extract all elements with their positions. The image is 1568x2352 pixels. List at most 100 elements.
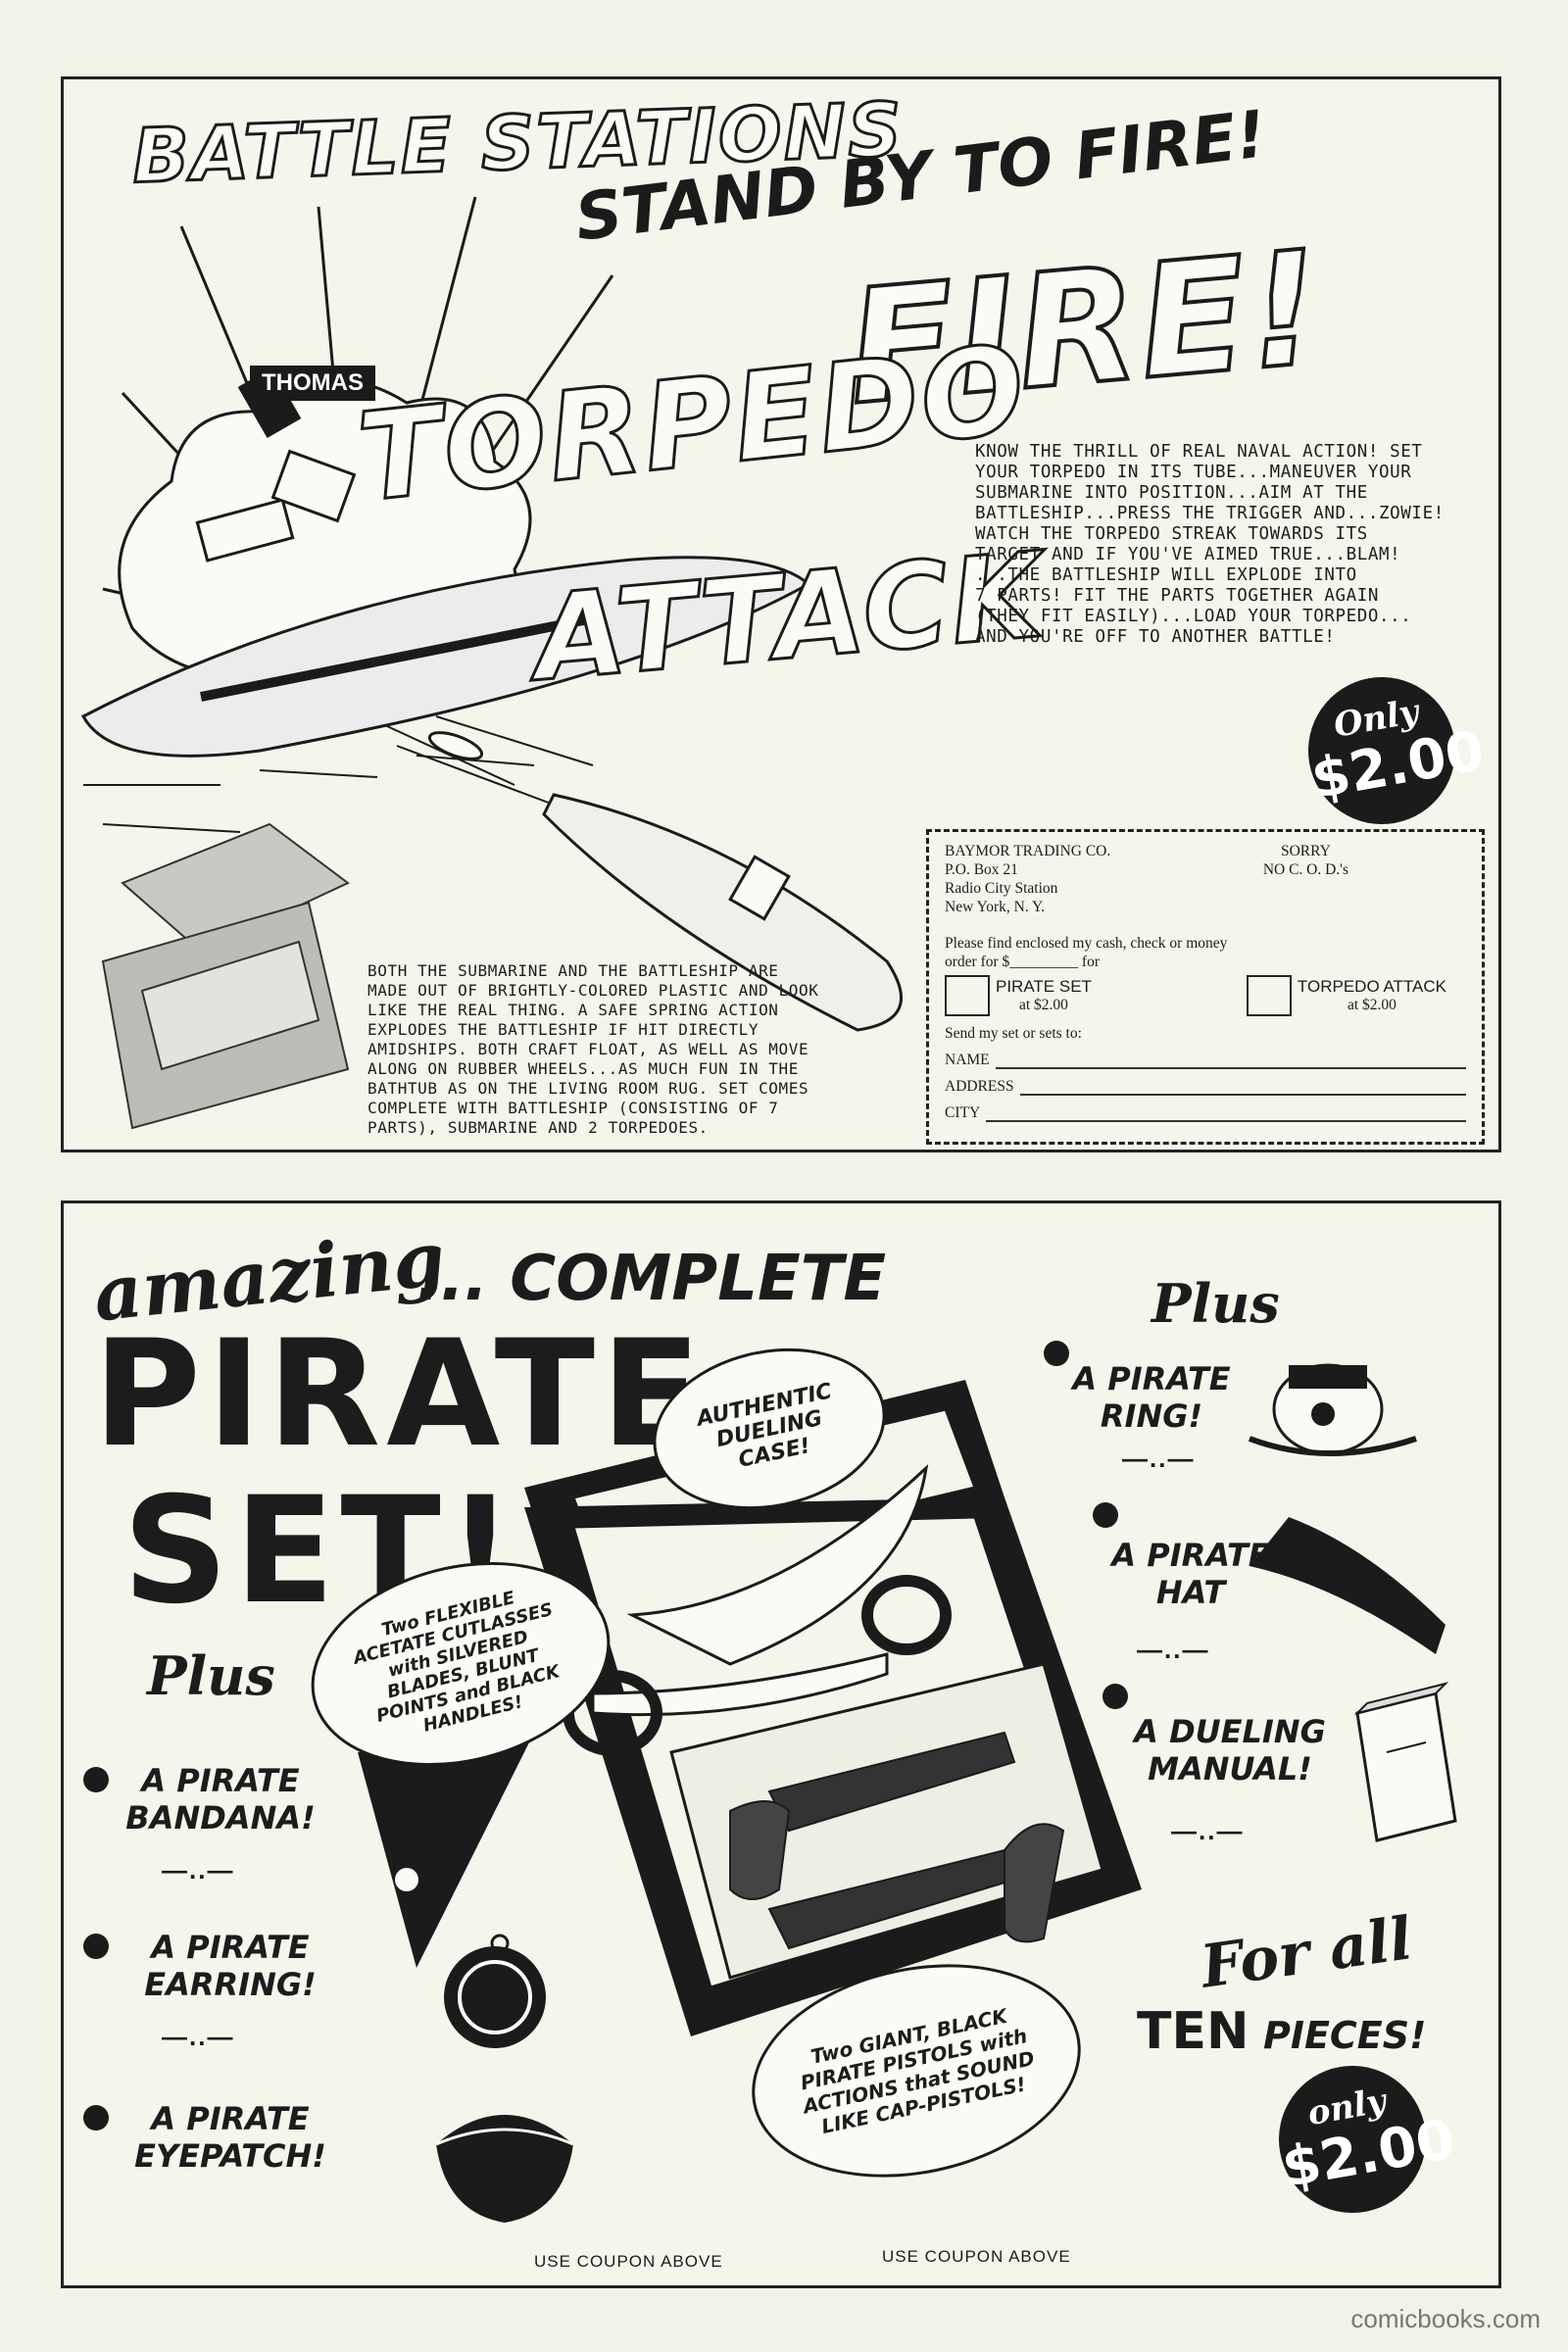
pistol-grip: [729, 1800, 791, 1900]
detail-line: LIKE THE REAL THING. A SAFE SPRING ACTIO…: [368, 1001, 779, 1019]
order-coupon: BAYMOR TRADING CO. P.O. Box 21 Radio Cit…: [926, 829, 1485, 1145]
name-label: NAME: [945, 1052, 990, 1068]
eyepatch-image: [436, 2115, 573, 2223]
dueling-manual-image: [1353, 1682, 1457, 1842]
item-ring: A PIRATE RING!: [1072, 1360, 1231, 1435]
bullet-dot: [83, 2105, 109, 2131]
cutlass-blade: [626, 1463, 929, 1666]
pirate-set-checkbox[interactable]: [945, 975, 990, 1016]
separator: —..—: [1171, 1816, 1245, 1845]
cutlass-guard: [861, 1575, 952, 1655]
torpedo-attack-checkbox[interactable]: [1246, 975, 1292, 1016]
detail-line: PARTS), SUBMARINE AND 2 TORPEDOES.: [368, 1118, 709, 1137]
address-line: New York, N. Y.: [945, 899, 1046, 915]
torpedo-illustration: [80, 196, 904, 1130]
plus-label-left: Plus: [147, 1644, 275, 1707]
submarine: [542, 793, 904, 1032]
item-manual: A DUELING MANUAL!: [1134, 1713, 1326, 1788]
skull-icon: [395, 1868, 418, 1891]
pirate-ad-panel: amazing ... COMPLETE PIRATE SET! AUTHENT…: [61, 1200, 1501, 2288]
item-hat: A PIRATE HAT: [1111, 1537, 1270, 1611]
description-line: TARGET AND IF YOU'VE AIMED TRUE...BLAM!: [975, 545, 1401, 564]
bullet-dot: [1093, 1502, 1118, 1528]
description-line: AND YOU'RE OFF TO ANOTHER BATTLE!: [975, 627, 1336, 647]
pirate-illustration: [358, 1363, 1457, 2223]
bullet-dot: [1102, 1684, 1128, 1709]
address-label: ADDRESS: [945, 1078, 1014, 1095]
separator: —..—: [1122, 1444, 1196, 1473]
enclosed-text: Please find enclosed my cash, check or m…: [945, 934, 1466, 971]
complete-headline: ... COMPLETE: [416, 1243, 887, 1315]
name-line[interactable]: [995, 1054, 1466, 1069]
bandana-image: [358, 1733, 534, 1968]
detail-line: AMIDSHIPS. BOTH CRAFT FLOAT, AS WELL AS …: [368, 1040, 809, 1058]
send-to-text: Send my set or sets to:: [945, 1025, 1082, 1042]
pieces-word: PIECES!: [1262, 2014, 1427, 2057]
brand-label: THOMAS: [250, 366, 375, 401]
enclosed-line: Please find enclosed my cash, check or m…: [945, 935, 1228, 952]
pirate-hat-image: [1250, 1517, 1446, 1654]
submarine-tower: [728, 855, 791, 921]
pistols-text: Two GIANT, BLACK PIRATE PISTOLS with ACT…: [798, 2003, 1037, 2139]
cutlass-blade: [591, 1652, 889, 1717]
city-label: CITY: [945, 1104, 981, 1121]
torpedo-attack-option[interactable]: TORPEDO ATTACK at $2.00: [1246, 975, 1446, 1016]
description-line: (THEY FIT EASILY)...LOAD YOUR TORPEDO...: [975, 607, 1412, 626]
torpedo-attack-price: at $2.00: [1347, 997, 1396, 1013]
bullet-dot: [83, 1767, 109, 1792]
enclosed-line: order for $_________ for: [945, 954, 1100, 970]
torpedo-attack-label: TORPEDO ATTACK: [1297, 977, 1446, 996]
ship-fragment: [270, 449, 357, 523]
dueling-case-text: AUTHENTIC DUELING CASE!: [694, 1378, 834, 1473]
torpedo-ad-panel: BATTLE STATIONS STAND BY TO FIRE! FIRE! …: [61, 76, 1501, 1152]
ship-fragment: [195, 498, 295, 563]
detail-line: BATHTUB AS ON THE LIVING ROOM RUG. SET C…: [368, 1079, 809, 1098]
cutlasses-text: Two FLEXIBLE ACETATE CUTLASSES with SILV…: [351, 1588, 563, 1737]
battleship-hull: [80, 556, 811, 758]
item-bandana: A PIRATE BANDANA!: [125, 1762, 316, 1837]
separator: —..—: [162, 2022, 235, 2051]
company-name: BAYMOR TRADING CO.: [945, 843, 1111, 859]
city-field[interactable]: CITY: [945, 1103, 1466, 1122]
site-watermark: comicbooks.com: [1350, 2304, 1541, 2333]
plus-label-right: Plus: [1152, 1272, 1280, 1335]
city-line[interactable]: [986, 1106, 1466, 1122]
bullet-dot: [83, 1934, 109, 1959]
description-line: BATTLESHIP...PRESS THE TRIGGER AND...ZOW…: [975, 504, 1445, 523]
description-line: WATCH THE TORPEDO STREAK TOWARDS ITS: [975, 524, 1368, 544]
ten-pieces-text: TEN PIECES!: [1137, 2002, 1426, 2061]
address-line: Radio City Station: [945, 880, 1058, 897]
use-coupon-note: USE COUPON ABOVE: [534, 2252, 723, 2271]
earring-image: [444, 1946, 546, 2048]
pirate-set-price: at $2.00: [1019, 997, 1068, 1013]
sorry-text: SORRY: [1280, 843, 1331, 859]
use-coupon-note: USE COUPON ABOVE: [882, 2247, 1071, 2266]
hull-stripe: [200, 613, 594, 702]
pirate-title: PIRATE: [93, 1309, 708, 1480]
description-line: ...THE BATTLESHIP WILL EXPLODE INTO: [975, 565, 1357, 585]
product-photo: [101, 822, 350, 1130]
description-text: KNOW THE THRILL OF REAL NAVAL ACTION! SE…: [975, 442, 1485, 648]
address-field[interactable]: ADDRESS: [945, 1077, 1466, 1096]
pirate-ring-image: [1248, 1363, 1417, 1456]
detail-line: COMPLETE WITH BATTLESHIP (CONSISTING OF …: [368, 1099, 779, 1117]
no-cod-text: NO C. O. D.'s: [1262, 861, 1348, 878]
detail-line: BOTH THE SUBMARINE AND THE BATTLESHIP AR…: [368, 961, 779, 980]
pistol-grip: [1004, 1823, 1065, 1943]
detail-line: EXPLODES THE BATTLESHIP IF HIT DIRECTLY: [368, 1020, 760, 1039]
detail-line: ALONG ON RUBBER WHEELS...AS MUCH FUN IN …: [368, 1059, 800, 1078]
address-line: P.O. Box 21: [945, 861, 1018, 878]
address-line-input[interactable]: [1019, 1080, 1466, 1096]
separator: —..—: [162, 1855, 235, 1885]
description-line: 7 PARTS! FIT THE PARTS TOGETHER AGAIN: [975, 586, 1380, 606]
name-field[interactable]: NAME: [945, 1051, 1466, 1069]
detail-line: MADE OUT OF BRIGHTLY-COLORED PLASTIC AND…: [368, 981, 819, 1000]
no-cod-notice: SORRY NO C. O. D.'s: [1263, 842, 1348, 916]
separator: —..—: [1137, 1635, 1210, 1664]
coupon-address-block: BAYMOR TRADING CO. P.O. Box 21 Radio Cit…: [945, 842, 1110, 916]
description-line: SUBMARINE INTO POSITION...AIM AT THE: [975, 483, 1368, 503]
pirate-set-label: PIRATE SET: [996, 977, 1092, 996]
ten-word: TEN: [1137, 2002, 1250, 2061]
pirate-set-option[interactable]: PIRATE SET at $2.00: [945, 975, 1092, 1016]
description-line: YOUR TORPEDO IN ITS TUBE...MANEUVER YOUR: [975, 463, 1412, 482]
